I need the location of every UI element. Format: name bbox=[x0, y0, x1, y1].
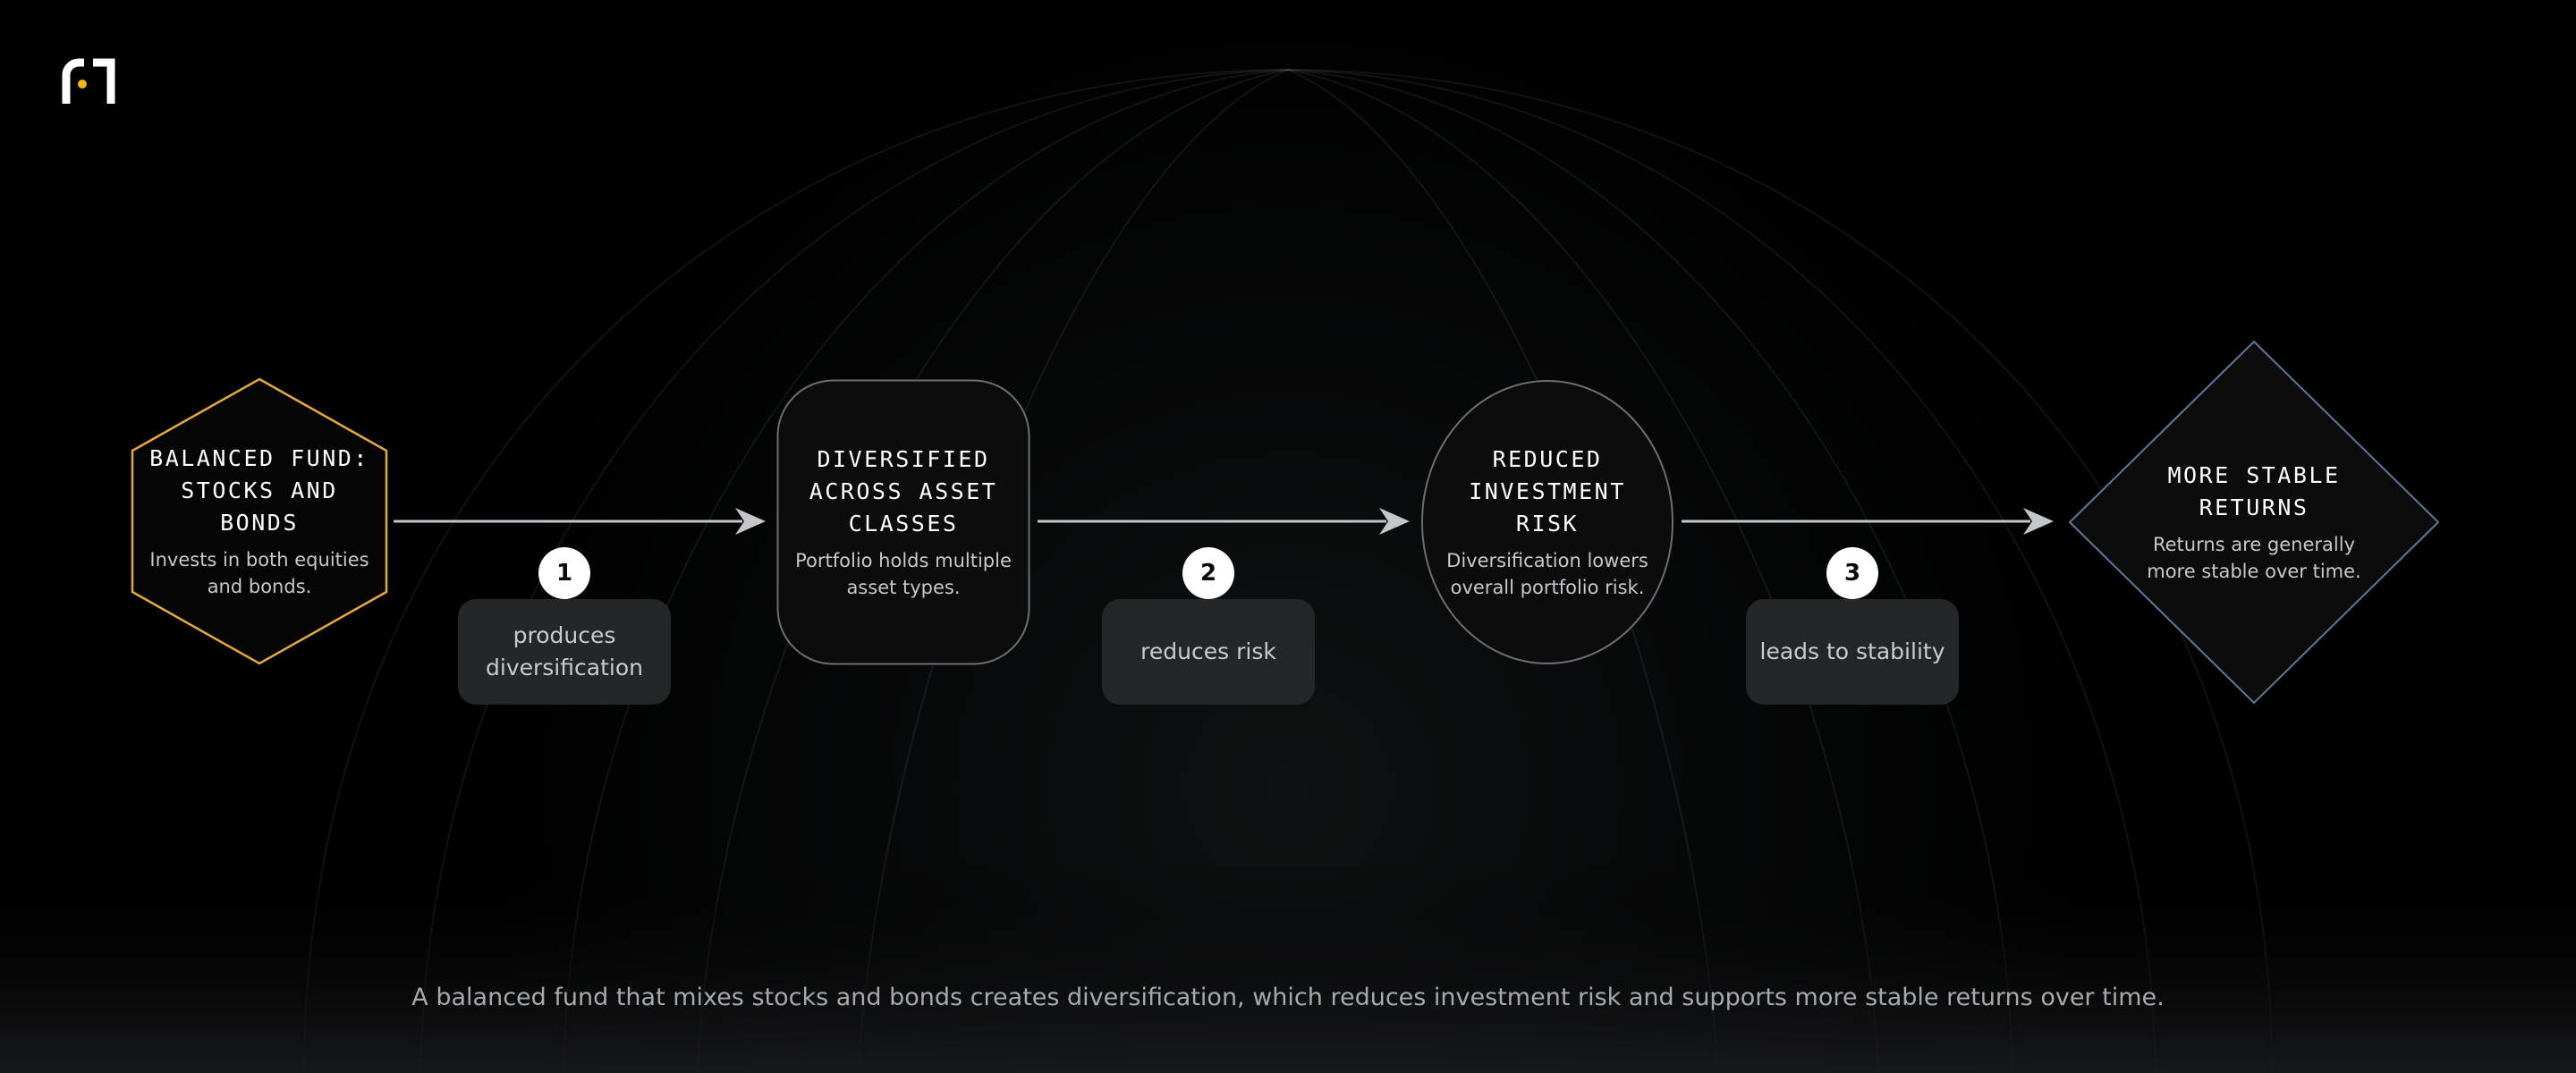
ellipse-shape bbox=[1421, 380, 1674, 664]
diamond-shape bbox=[2068, 340, 2440, 705]
node-title: DIVERSIFIED ACROSS ASSET CLASSES bbox=[809, 446, 998, 536]
node-balanced-fund: BALANCED FUND: STOCKS AND BONDS Invests … bbox=[131, 377, 388, 665]
hexagon-shape bbox=[131, 377, 388, 665]
edge-label-1: produces diversification bbox=[458, 599, 671, 705]
node-title: MORE STABLE RETURNS bbox=[2167, 462, 2341, 520]
node-diversified: DIVERSIFIED ACROSS ASSET CLASSES Portfol… bbox=[776, 379, 1030, 665]
edge-label-3: leads to stability bbox=[1746, 599, 1959, 705]
node-description: Diversification lowers overall portfolio… bbox=[1446, 550, 1648, 598]
node-description: Invests in both equities and bonds. bbox=[149, 549, 369, 597]
arrowhead-1 bbox=[735, 508, 766, 535]
node-description: Returns are generally more stable over t… bbox=[2147, 534, 2361, 582]
step-badge-3: 3 bbox=[1826, 547, 1878, 599]
node-stable-returns: MORE STABLE RETURNS Returns are generall… bbox=[2068, 340, 2440, 705]
arrowhead-2 bbox=[1379, 508, 1410, 535]
node-title: REDUCED INVESTMENT RISK bbox=[1469, 446, 1626, 536]
rounded-rectangle-shape bbox=[776, 379, 1030, 665]
step-badge-2: 2 bbox=[1182, 547, 1234, 599]
edge-label-2: reduces risk bbox=[1102, 599, 1315, 705]
logo-accent-dot bbox=[78, 80, 87, 89]
brand-logo-icon bbox=[62, 58, 115, 104]
node-description: Portfolio holds multiple asset types. bbox=[795, 550, 1012, 598]
arrowhead-3 bbox=[2023, 508, 2054, 535]
step-badge-1: 1 bbox=[538, 547, 590, 599]
node-title: BALANCED FUND: STOCKS AND BONDS bbox=[149, 445, 369, 536]
diagram-caption: A balanced fund that mixes stocks and bo… bbox=[411, 984, 2165, 1011]
node-reduced-risk: REDUCED INVESTMENT RISK Diversification … bbox=[1420, 379, 1674, 665]
